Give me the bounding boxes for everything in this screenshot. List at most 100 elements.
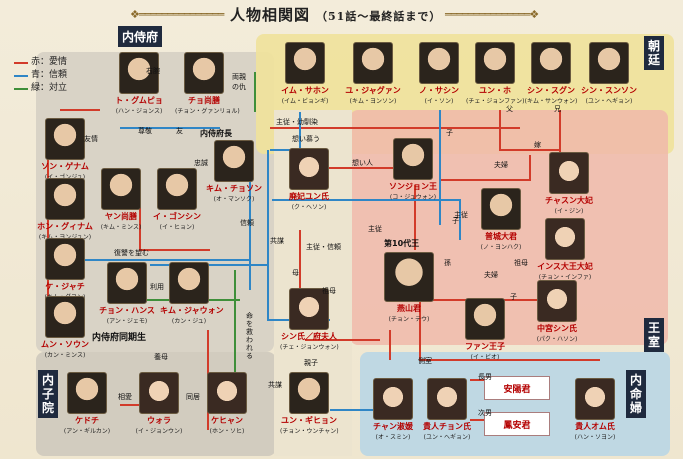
portrait: [157, 168, 197, 210]
rel-label: 主従: [368, 225, 382, 233]
person-name: シン・スグン: [527, 85, 575, 95]
portrait: [373, 378, 413, 420]
portrait: [419, 42, 459, 84]
person-name: ファン王子: [465, 341, 505, 351]
portrait: [169, 262, 209, 304]
person-yunho[interactable]: ユン・ホ(チェ・ジョンファン): [466, 42, 525, 105]
person-sonjegam[interactable]: ソン・ゲナム(イ・ゴンジュ): [36, 118, 94, 181]
portrait: [589, 42, 629, 84]
person-name: 燕山君: [397, 303, 421, 313]
person-hongunamu[interactable]: ホン・グィナム(キム・ヨンジュン): [36, 178, 94, 241]
portrait: [384, 252, 434, 302]
person-shinfu[interactable]: シン氏／府夫人 (チェ・ジョンウォン): [280, 288, 339, 351]
person-name: 廃妃ユン氏: [289, 191, 329, 201]
ornament-right: ═══════════════❖: [445, 8, 539, 21]
person-kimjaewon[interactable]: キム・ジャウォン(カン・ジュ): [160, 262, 224, 325]
rel-label: 利用: [150, 283, 164, 291]
person-actor: (チェ・ジョンウォン): [280, 344, 339, 351]
portrait: [285, 42, 325, 84]
person-igonshin[interactable]: イ・ゴンシン(イ・ヒョン): [148, 168, 206, 231]
rel-label: 祖母: [514, 259, 528, 267]
rel-label: 信頼: [240, 219, 254, 227]
rel-label: 子: [510, 293, 517, 301]
person-munsoun[interactable]: ムン・ソウン(カン・ミンス): [36, 296, 94, 359]
rel-label: 忠誠: [194, 159, 208, 167]
person-actor: (オ・マンソク): [213, 196, 255, 203]
person-name: ソンジョン王: [389, 181, 437, 191]
group-label-oushitsu: 王室: [644, 318, 664, 352]
person-chasan[interactable]: チャスン大妃(イ・ジン): [540, 152, 598, 215]
portrait: [119, 52, 159, 94]
person-actor: (オ・スミン): [375, 434, 411, 441]
person-actor: (キム・ヨンジュン): [36, 232, 94, 241]
person-yungison[interactable]: ユン・ギヒョン(チョン・ウンチャン): [280, 372, 339, 435]
rel-label: 相愛: [118, 393, 132, 401]
person-chojungeki[interactable]: チョ尚膳(チョン・グァンリョル): [175, 52, 240, 115]
person-shinsugun[interactable]: シン・スグン(キム・サンウォン): [522, 42, 580, 105]
portrait: [353, 42, 393, 84]
rel-label: 兄: [554, 105, 561, 113]
line-love: [419, 300, 600, 361]
person-actor: (キム・ミンス): [100, 224, 142, 231]
person-name: ケドチ: [75, 415, 99, 425]
rel-label: 側室: [418, 357, 432, 365]
person-actor: (イ・ジョンウン): [135, 428, 183, 435]
person-name: 貴人オム氏: [575, 421, 615, 431]
portrait: [184, 52, 224, 94]
person-yujagwan[interactable]: ユ・ジャグァン(キム・ヨンソン): [344, 42, 402, 105]
person-wola[interactable]: ウォラ (イ・ジョンウン): [130, 372, 188, 435]
person-eunchon[interactable]: 貴人チョン氏(ユン・ヘギョン): [418, 378, 476, 441]
person-actor: (カン・ミンス): [44, 352, 86, 359]
rel-label: 子: [452, 217, 459, 225]
rel-label: 友: [176, 127, 183, 135]
portrait: [101, 168, 141, 210]
rel-label: 主従: [454, 211, 468, 219]
legend: 赤：愛情 青：信頼 緑：対立: [14, 56, 67, 95]
portrait: [289, 148, 329, 190]
portrait: [575, 378, 615, 420]
person-yonsan[interactable]: 燕山君(チョン・テウ): [380, 252, 438, 323]
person-actor: (イ・ソン): [424, 98, 454, 105]
person-shinsu[interactable]: 普城大君(ノ・ヨンハク): [472, 188, 530, 251]
person-name: チョン・ハンス: [99, 305, 155, 315]
group-label-chotei: 朝廷: [644, 36, 664, 70]
rel-label: 次男: [478, 409, 492, 417]
person-name: ユ・ジャグァン: [345, 85, 401, 95]
person-fanwon[interactable]: ファン王子 (イ・ビオ): [456, 298, 514, 361]
person-sonjong[interactable]: ソンジョン王(コ・ジュウォン): [384, 138, 442, 201]
person-actor: (イ・ビオ): [470, 354, 500, 361]
person-haihiyun[interactable]: 廃妃ユン氏(ク・ヘソン): [280, 148, 338, 211]
person-nosashin[interactable]: ノ・サシン(イ・ソン): [410, 42, 468, 105]
line-love: [440, 155, 531, 181]
person-shinsuyon[interactable]: シン・スンソン(ユン・ヘギョン): [580, 42, 638, 105]
person-changnok[interactable]: チャン淑媛(オ・スミン): [364, 378, 422, 441]
person-insu[interactable]: インス大王大妃(チョン・インファ): [536, 218, 594, 281]
box-anyangkun[interactable]: 安陽君: [484, 376, 550, 400]
portrait: [67, 372, 107, 414]
person-kehyan[interactable]: ケヒャン(ホン・ソヒ): [198, 372, 256, 435]
rel-label: 孫: [444, 259, 451, 267]
person-imsahon[interactable]: イム・サホン(イム・ビョンギ): [276, 42, 334, 105]
person-chonhansu[interactable]: チョン・ハンス(アン・ジェモ): [98, 262, 156, 325]
person-name: ウォラ: [147, 415, 171, 425]
person-name: イ・ゴンシン: [153, 211, 201, 221]
person-actor: (パク・ハソン): [536, 336, 578, 343]
person-actor: (チョン・ウンチャン): [280, 428, 339, 435]
person-kimchoson[interactable]: キム・チョソン(オ・マンソク): [205, 140, 263, 203]
portrait: [531, 42, 571, 84]
rel-label: 想い慕う: [292, 135, 320, 143]
person-actor: (ノ・ヨンハク): [480, 244, 522, 251]
box-bonankun[interactable]: 鳳安君: [484, 412, 550, 436]
person-chuguk[interactable]: 中宮シン氏(パク・ハソン): [528, 280, 586, 343]
rel-label: 長男: [478, 373, 492, 381]
portrait: [289, 288, 329, 330]
person-kejachi[interactable]: ケ・ジャチ(キム・ダヨン): [36, 238, 94, 301]
person-kedochi[interactable]: ケドチ(アン・ギルカン): [58, 372, 116, 435]
person-name: シン氏／府夫人: [281, 331, 337, 341]
person-yangshozen[interactable]: ヤン尚膳(キム・ミンス): [92, 168, 150, 231]
person-dogumbo[interactable]: ト・グムピョ(ハン・ジョンス): [110, 52, 168, 115]
group-label-naimeifu: 内命婦: [626, 370, 646, 418]
person-name: キム・ジャウォン: [160, 305, 224, 315]
person-eomsyu[interactable]: 貴人オム氏(ハン・ソヨン): [566, 378, 624, 441]
portrait: [393, 138, 433, 180]
